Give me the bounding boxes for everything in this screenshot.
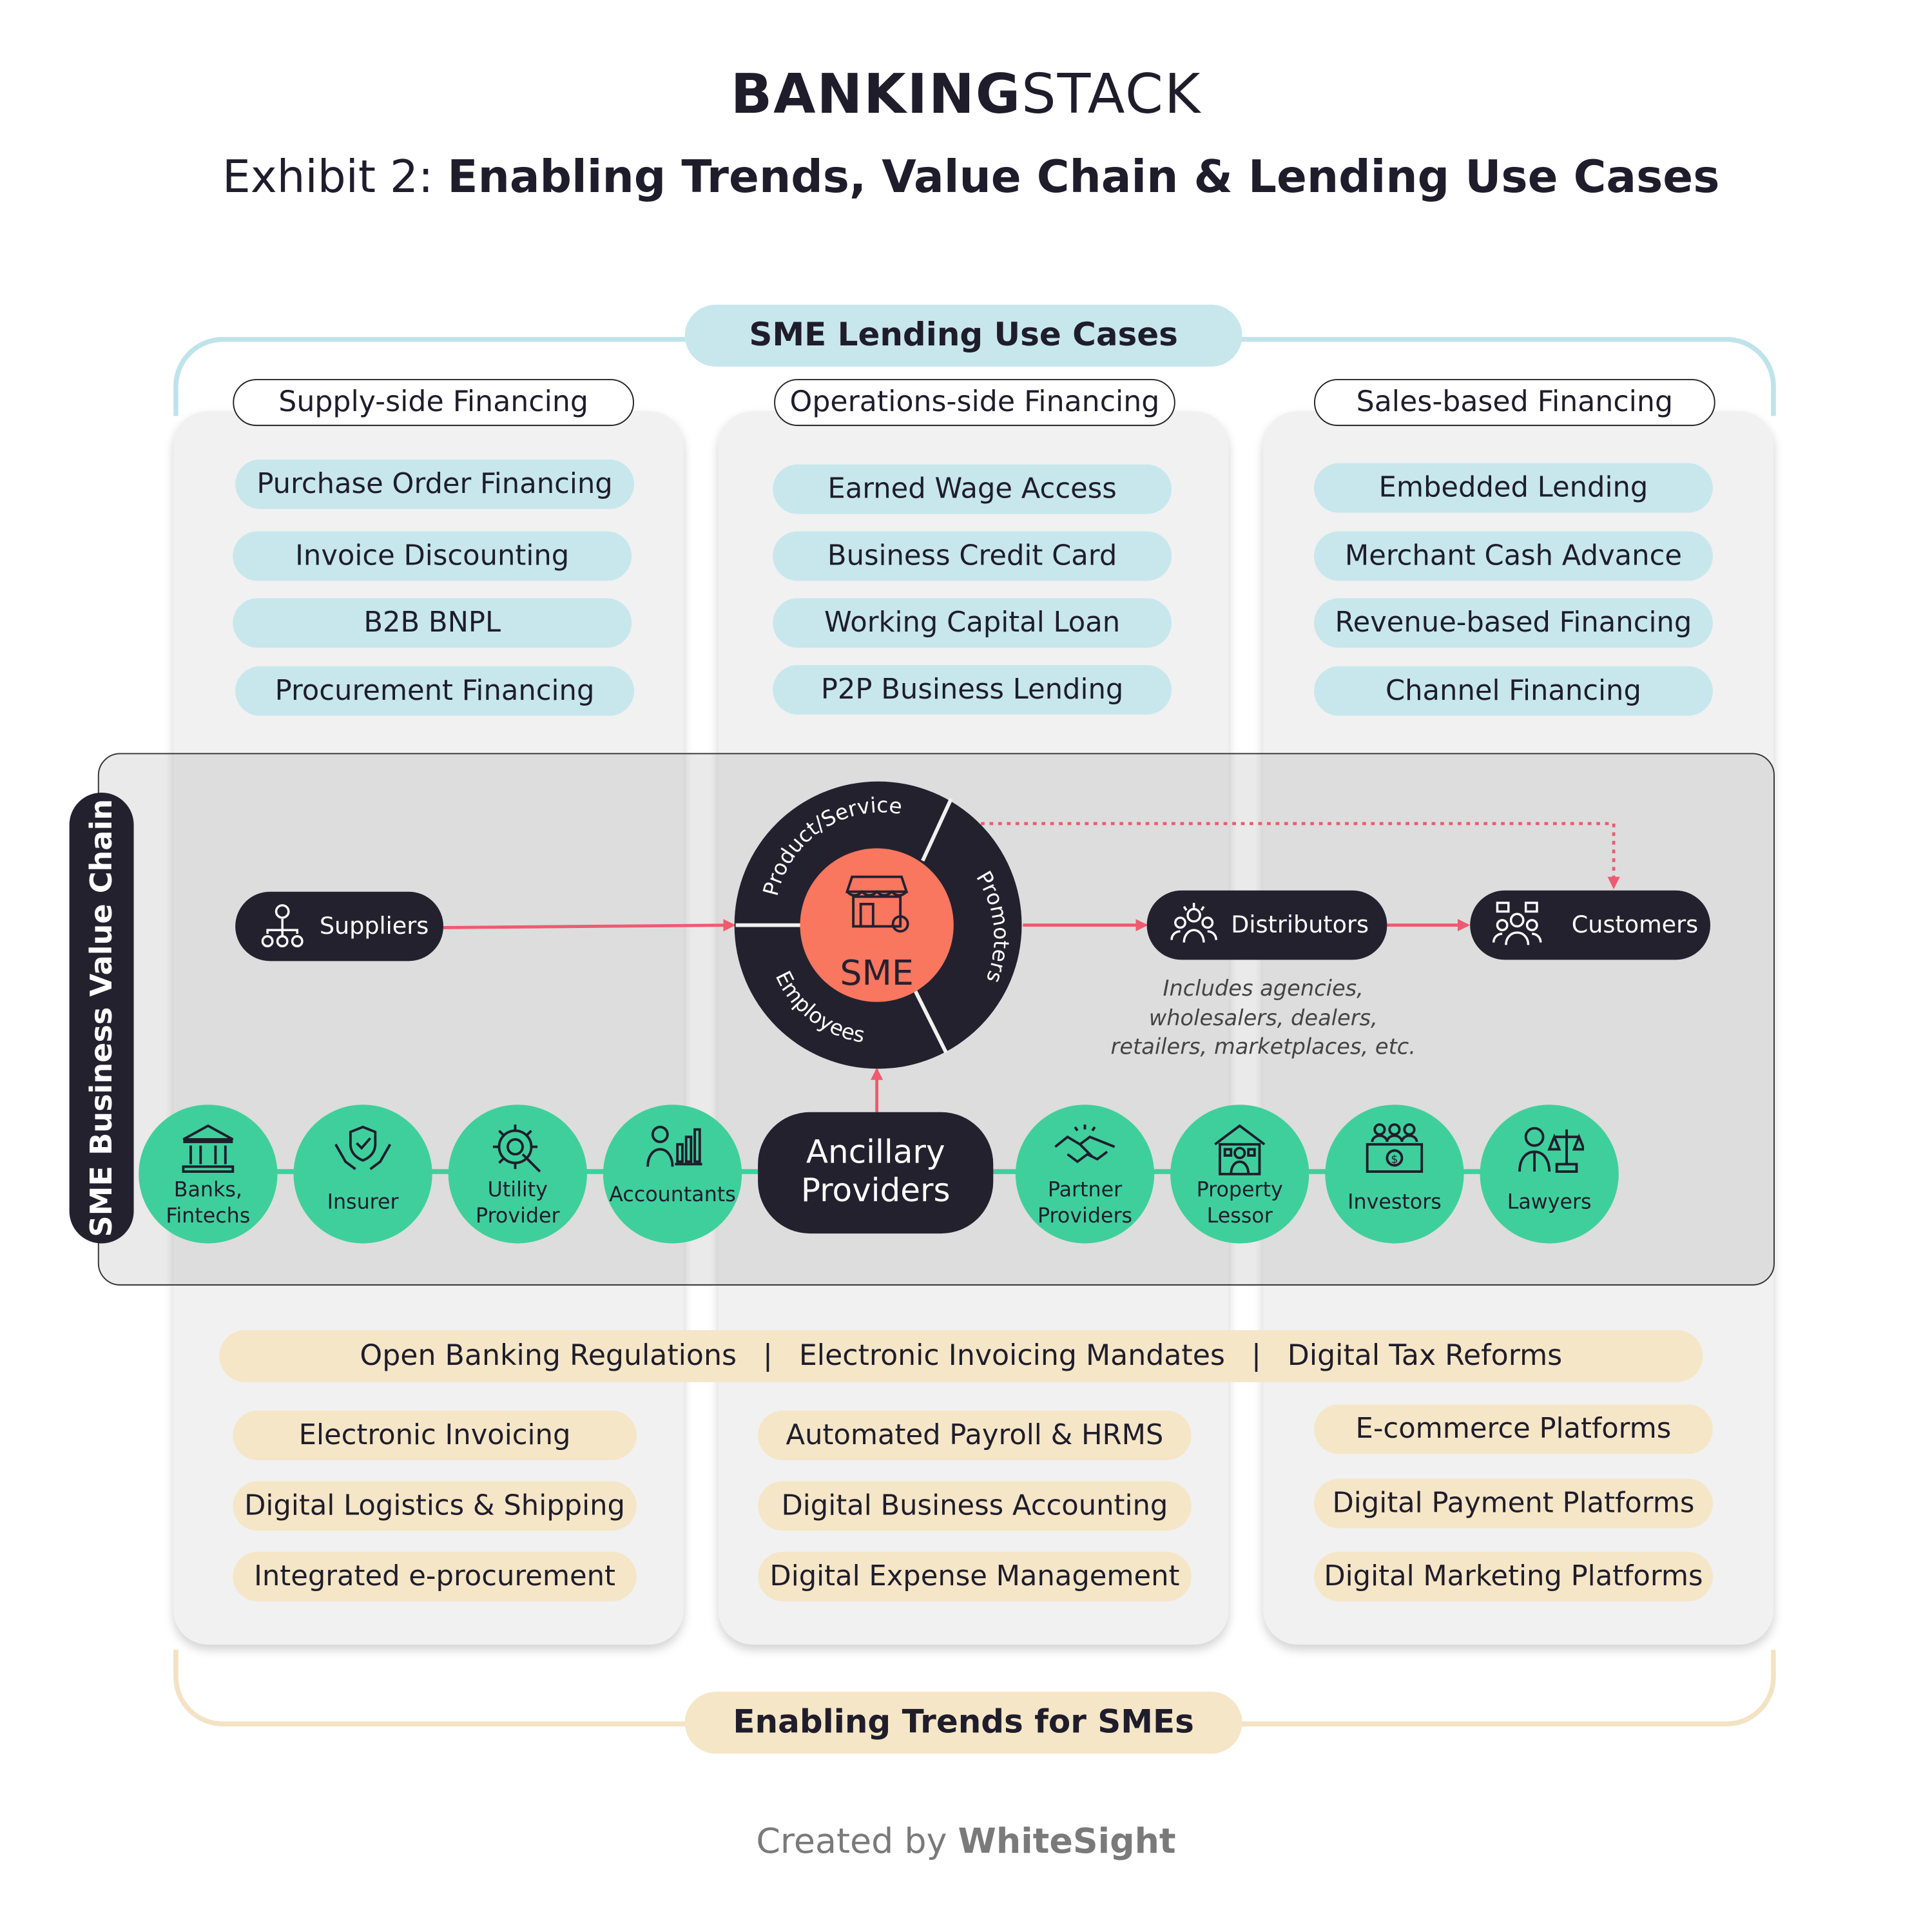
ancillary-providers-node: Ancillary Providers <box>758 1112 994 1234</box>
note-line: wholesalers, dealers, <box>1148 1006 1378 1031</box>
footer-brand: WhiteSight <box>958 1821 1176 1862</box>
use-case-pill: B2B BNPL <box>233 598 632 648</box>
trend-pill: Integrated e-procurement <box>233 1552 637 1601</box>
provider-accountants: Accountants <box>603 1105 742 1244</box>
use-case-pill: Earned Wage Access <box>773 464 1172 514</box>
trend-pill: Digital Payment Platforms <box>1314 1478 1713 1529</box>
trend-pill: Digital Business Accounting <box>758 1481 1192 1531</box>
use-case-pill: Channel Financing <box>1314 666 1713 716</box>
use-case-pill: Embedded Lending <box>1314 463 1713 513</box>
use-cases-heading: SME Lending Use Cases <box>684 304 1242 367</box>
provider-label: Fintechs <box>166 1203 251 1228</box>
note-line: Includes agencies, <box>1163 977 1364 1002</box>
use-case-pill: Revenue-based Financing <box>1314 598 1713 648</box>
provider-insurer: Insurer <box>293 1105 432 1244</box>
distributors-note: Includes agencies, wholesalers, dealers,… <box>1090 976 1436 1063</box>
regulation-separator: | <box>763 1340 773 1373</box>
provider-label: Provider <box>476 1203 560 1228</box>
trend-pill: Electronic Invoicing <box>233 1410 637 1460</box>
trend-pill: E-commerce Platforms <box>1314 1404 1713 1454</box>
provider-label: Lawyers <box>1507 1190 1592 1214</box>
provider-banks-fintechs: Banks,Fintechs <box>139 1105 278 1244</box>
shield-hands-icon <box>334 1125 392 1170</box>
provider-label: Providers <box>1037 1203 1133 1228</box>
arrow-sme-customers-direct <box>981 822 1620 889</box>
distributors-node: Distributors <box>1146 890 1387 960</box>
value-chain-label: SME Business Value Chain <box>69 792 134 1244</box>
exhibit-prefix: Exhibit 2: <box>222 152 448 204</box>
customers-node: Customers <box>1470 890 1710 960</box>
use-case-pill: Procurement Financing <box>235 666 634 716</box>
trend-pill: Digital Logistics & Shipping <box>233 1481 637 1531</box>
use-case-pill: Business Credit Card <box>773 531 1172 581</box>
provider-lawyers: Lawyers <box>1480 1105 1619 1244</box>
provider-label: Partner <box>1047 1177 1123 1202</box>
use-case-pill: Merchant Cash Advance <box>1314 531 1713 581</box>
regulations-bar: Open Banking Regulations | Electronic In… <box>219 1330 1703 1382</box>
svg-text:$: $ <box>1391 1154 1398 1166</box>
provider-investors: $ Investors <box>1325 1105 1464 1244</box>
regulation-item: Digital Tax Reforms <box>1287 1340 1563 1373</box>
logo-bold: BANKING <box>730 63 1022 127</box>
trend-pill: Digital Expense Management <box>758 1552 1192 1601</box>
regulation-item: Electronic Invoicing Mandates <box>798 1340 1225 1373</box>
page-title: Exhibit 2: Enabling Trends, Value Chain … <box>0 149 1932 208</box>
exhibit-title: Enabling Trends, Value Chain & Lending U… <box>447 152 1720 204</box>
customers-icon <box>1492 902 1542 945</box>
footer-credit: Created by WhiteSight <box>0 1821 1932 1861</box>
provider-label: Investors <box>1348 1190 1442 1214</box>
gear-wrench-icon <box>492 1124 541 1173</box>
house-person-icon <box>1214 1124 1266 1175</box>
ring-divider <box>912 987 948 1054</box>
sme-label: SME <box>840 952 914 993</box>
customers-label: Customers <box>1571 911 1699 939</box>
regulation-separator: | <box>1251 1340 1261 1373</box>
provider-label: Banks, <box>173 1177 242 1202</box>
trends-heading: Enabling Trends for SMEs <box>684 1692 1242 1754</box>
provider-label: Lessor <box>1206 1203 1273 1228</box>
suppliers-node: Suppliers <box>235 891 444 961</box>
logo-light: STACK <box>1021 63 1202 127</box>
column-header-operations: Operations-side Financing <box>774 379 1175 427</box>
trend-pill: Automated Payroll & HRMS <box>758 1410 1192 1460</box>
ancillary-line: Providers <box>800 1172 951 1210</box>
note-line: retailers, marketplaces, etc. <box>1110 1035 1416 1061</box>
distributors-icon <box>1170 902 1217 943</box>
provider-label: Utility <box>487 1177 548 1202</box>
column-header-sales: Sales-based Financing <box>1314 379 1715 427</box>
distributors-label: Distributors <box>1231 911 1369 939</box>
suppliers-icon <box>261 904 304 947</box>
trend-pill: Digital Marketing Platforms <box>1314 1552 1713 1601</box>
ring-divider <box>921 798 953 862</box>
footer-prefix: Created by <box>756 1821 958 1862</box>
lawyer-scales-icon <box>1518 1126 1584 1173</box>
use-case-pill: P2P Business Lending <box>773 665 1172 715</box>
handshake-icon <box>1054 1124 1116 1164</box>
accountant-chart-icon <box>646 1125 702 1167</box>
use-case-pill: Working Capital Loan <box>773 598 1172 648</box>
bank-icon <box>182 1124 235 1173</box>
suppliers-label: Suppliers <box>319 913 429 940</box>
investors-money-icon: $ <box>1366 1123 1424 1173</box>
provider-label: Property <box>1196 1177 1283 1202</box>
bankingstack-logo: BANKINGSTACK <box>0 64 1932 126</box>
provider-label: Insurer <box>327 1190 399 1214</box>
use-case-pill: Purchase Order Financing <box>235 459 634 509</box>
regulation-item: Open Banking Regulations <box>360 1340 737 1373</box>
provider-label: Accountants <box>609 1183 736 1206</box>
use-case-pill: Invoice Discounting <box>233 531 632 581</box>
column-header-supply: Supply-side Financing <box>233 379 634 427</box>
ancillary-line: Ancillary <box>806 1134 945 1172</box>
store-icon <box>845 875 909 933</box>
arrow-suppliers-sme <box>443 919 736 932</box>
